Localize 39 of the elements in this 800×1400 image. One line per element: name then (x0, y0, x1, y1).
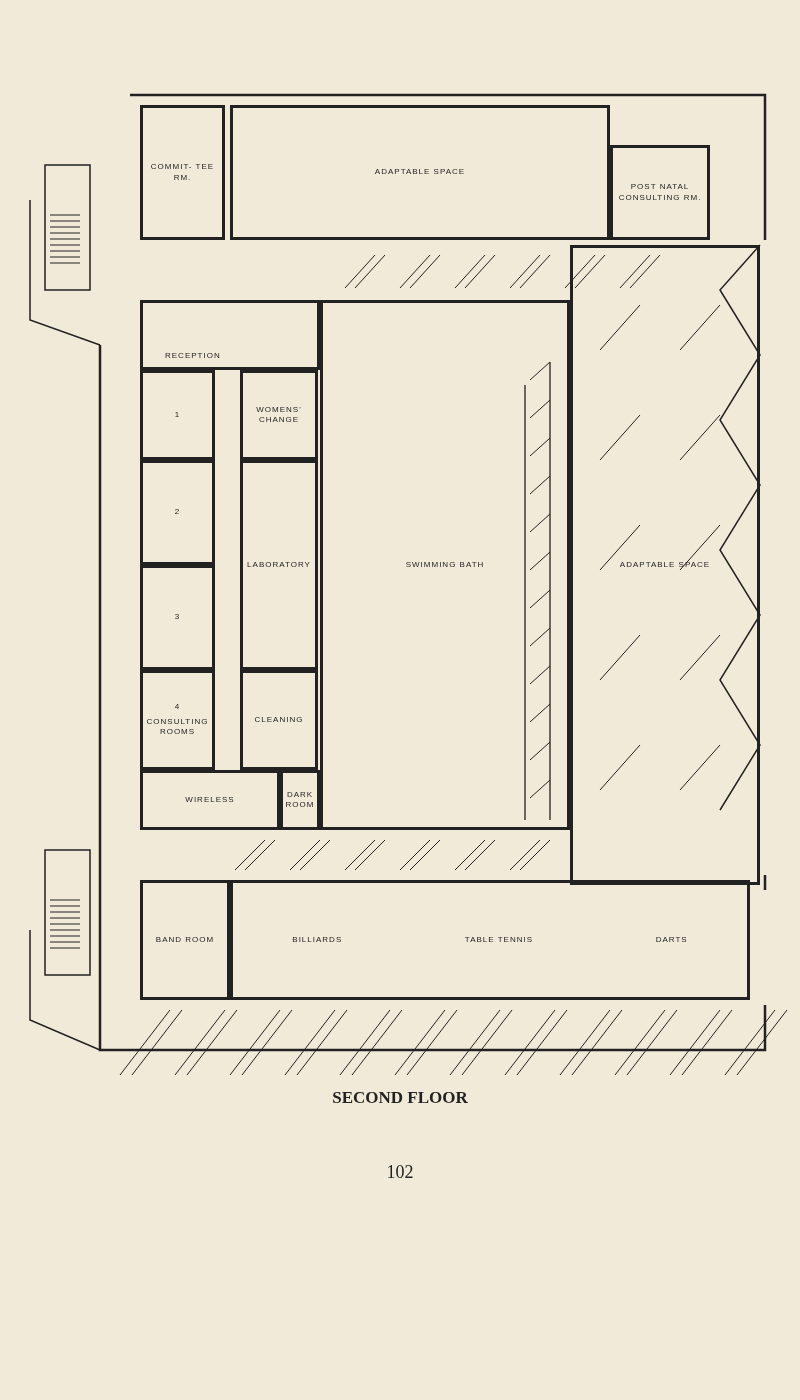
room-outline (140, 300, 320, 370)
room-outline (280, 770, 320, 830)
page-number: 102 (386, 1162, 414, 1183)
room-outline (140, 460, 215, 565)
room-outline (610, 145, 710, 240)
room-label: DARTS (655, 934, 688, 946)
room-label: ADAPTABLE SPACE (374, 167, 466, 178)
room-label: POST NATAL CONSULTING RM. (617, 182, 703, 203)
room-outline (240, 670, 318, 770)
room-label: 4 (174, 702, 181, 713)
room-outline (140, 105, 225, 240)
room-label: RECEPTION (165, 350, 221, 361)
room-label: SWIMMING BATH (405, 559, 485, 571)
room-outline (140, 670, 215, 770)
room-label: 3 (174, 612, 181, 623)
room-outline (140, 770, 280, 830)
room-label: WOMENS' CHANGE (255, 404, 303, 426)
room-outline (240, 460, 318, 670)
plan-title: SECOND FLOOR (332, 1088, 468, 1108)
room-label: BAND ROOM (155, 934, 215, 946)
room-label: COMMIT- TEE RM. (149, 162, 216, 183)
room-outline (140, 880, 230, 1000)
room-outline (140, 370, 215, 460)
room-label: CLEANING (254, 714, 304, 726)
room-label: CONSULTING ROOMS (145, 716, 210, 738)
room-label: 1 (174, 409, 181, 421)
room-outline (140, 565, 215, 670)
room-label: BILLIARDS (292, 934, 343, 946)
room-label: ADAPTABLE SPACE (619, 559, 711, 571)
room-label: LABORATORY (247, 559, 311, 571)
room-label: WIRELESS (185, 794, 235, 806)
room-outline (570, 245, 760, 885)
room-outline (320, 300, 570, 830)
room-outline (230, 105, 610, 240)
room-outline (230, 880, 750, 1000)
room-label: TABLE TENNIS (464, 934, 534, 946)
room-outline (240, 370, 318, 460)
room-label: DARK ROOM (284, 789, 316, 811)
room-label: 2 (174, 507, 181, 518)
